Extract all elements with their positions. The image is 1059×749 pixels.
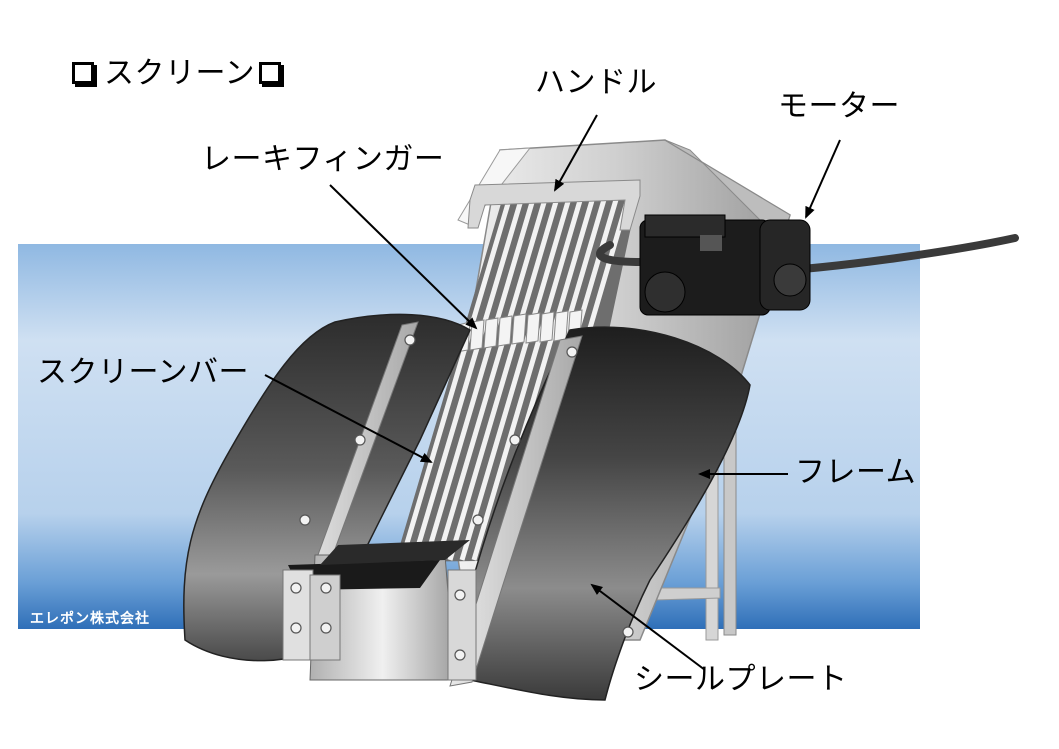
company-logo: エレポン株式会社 xyxy=(30,611,150,627)
rake-finger-leader xyxy=(329,184,478,330)
label-handle: ハンドル xyxy=(535,65,657,100)
label-seal-plate: シールプレート xyxy=(634,662,848,697)
motor-leader xyxy=(805,139,841,219)
seal-plate-left xyxy=(183,313,471,662)
motor xyxy=(596,214,1019,316)
heading: スクリーン xyxy=(72,59,281,89)
handle xyxy=(467,179,641,231)
chute xyxy=(282,540,477,681)
label-screen-bar: スクリーンバー xyxy=(37,355,249,390)
screen-bar-leader xyxy=(264,374,433,463)
heading-text: スクリーン xyxy=(104,56,255,91)
handle-leader xyxy=(554,114,598,192)
seal-plate-right xyxy=(449,326,751,701)
seal-plate-leader xyxy=(590,583,706,671)
label-motor: モーター xyxy=(778,89,900,124)
label-rake-finger: レーキフィンガー xyxy=(201,142,445,177)
frame-legs xyxy=(654,429,737,641)
bolts xyxy=(290,334,634,661)
label-frame: フレーム xyxy=(795,455,917,490)
heading-bullet-icon xyxy=(72,62,94,84)
heading-bullet-end-icon xyxy=(259,62,281,84)
leader-lines xyxy=(264,114,841,671)
